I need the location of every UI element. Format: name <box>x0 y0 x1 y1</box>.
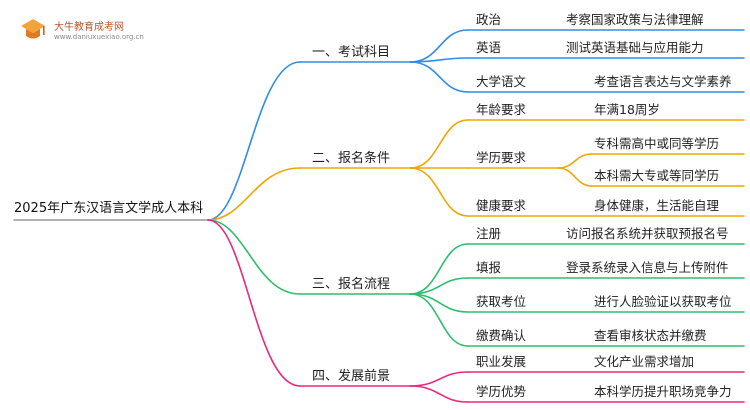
process-fill-detail: 登录系统录入信息与上传附件 <box>566 260 729 275</box>
process-fill-label: 填报 <box>476 260 502 275</box>
requirement-health-detail: 身体健康，生活能自理 <box>594 198 720 213</box>
subject-english-label: 英语 <box>476 40 502 55</box>
connector-3-3 <box>409 293 469 313</box>
requirement-health-label: 健康要求 <box>476 198 527 213</box>
brand-name: 大牛教育成考网 <box>54 22 124 33</box>
connector-2-3 <box>409 167 469 217</box>
branch-exam-subjects: 一、考试科目 <box>312 45 391 60</box>
process-seat-detail: 进行人脸验证以获取考位 <box>594 294 732 309</box>
connector-2-1 <box>409 119 469 169</box>
connector-branch-4 <box>207 219 301 387</box>
connector-4-2 <box>409 385 469 403</box>
root-topic: 2025年广东汉语言文学成人本科 <box>14 201 204 216</box>
branch-process: 三、报名流程 <box>312 277 391 292</box>
process-payment-label: 缴费确认 <box>476 328 527 343</box>
branch-prospects: 四、发展前景 <box>312 369 391 384</box>
brand-url: www.daniuxuexiao.org.cn <box>54 33 144 41</box>
connector-1-2 <box>409 57 469 63</box>
process-seat-label: 获取考位 <box>476 294 527 309</box>
prospect-career-detail: 文化产业需求增加 <box>594 354 695 369</box>
connector-2-2-b <box>557 167 593 187</box>
prospect-degree-label: 学历优势 <box>476 384 527 399</box>
requirement-education-label: 学历要求 <box>476 150 527 165</box>
brand-logo-icon <box>21 19 45 39</box>
subject-english-detail: 测试英语基础与应用能力 <box>566 40 704 55</box>
connector-1-3 <box>409 61 469 93</box>
connector-3-4 <box>409 293 469 347</box>
connector-1-1 <box>409 29 469 63</box>
connector-branch-1 <box>207 61 301 221</box>
subject-politics-detail: 考察国家政策与法律理解 <box>566 12 704 27</box>
process-register-detail: 访问报名系统并获取预报名号 <box>566 226 729 241</box>
connector-branch-2 <box>207 167 301 221</box>
subject-politics-label: 政治 <box>476 12 502 27</box>
branch-requirements: 二、报名条件 <box>312 151 391 166</box>
requirement-education-detail-bachelor: 本科需大专或等同学历 <box>594 168 720 183</box>
prospect-degree-detail: 本科学历提升职场竞争力 <box>594 384 732 399</box>
connector-branch-3 <box>207 219 301 295</box>
requirement-education-detail-junior: 专科需高中或同等学历 <box>594 136 720 151</box>
requirement-age-detail: 年满18周岁 <box>594 102 660 117</box>
process-register-label: 注册 <box>476 226 502 241</box>
connector-3-2 <box>409 277 469 295</box>
subject-chinese-label: 大学语文 <box>476 74 527 89</box>
prospect-career-label: 职业发展 <box>476 354 527 369</box>
connector-4-1 <box>409 371 469 387</box>
subject-chinese-detail: 考查语言表达与文学素养 <box>594 74 732 89</box>
connector-3-1 <box>409 243 469 295</box>
process-payment-detail: 查看审核状态并缴费 <box>594 328 707 343</box>
connector-2-2-a <box>557 153 593 169</box>
requirement-age-label: 年龄要求 <box>476 102 527 117</box>
